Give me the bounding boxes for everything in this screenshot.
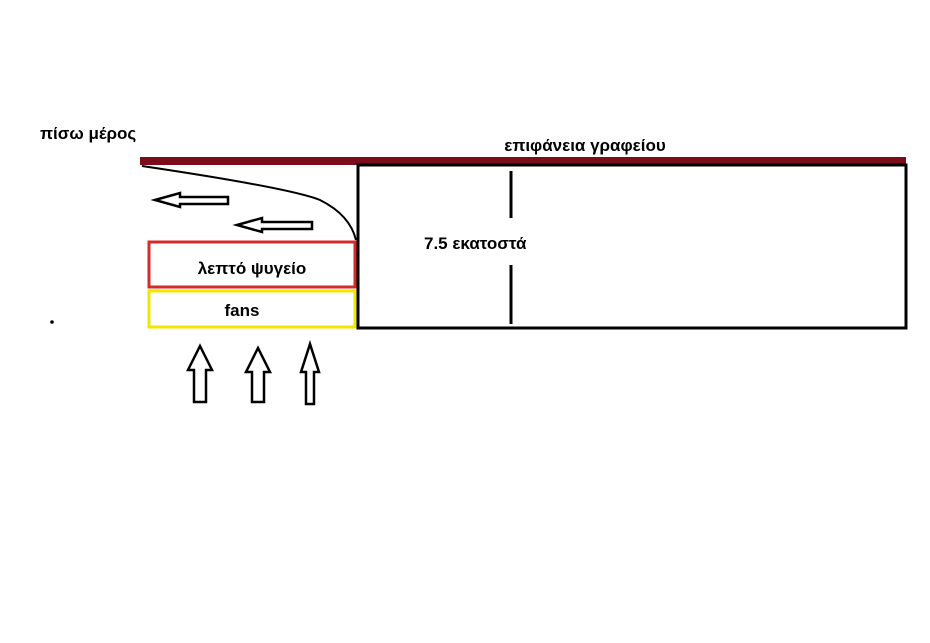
height-label: 7.5 εκατοστά xyxy=(424,234,527,253)
airflow-arrow-up-icon xyxy=(185,343,215,404)
desk-drawer-box xyxy=(356,163,908,330)
airflow-arrow-up-icon xyxy=(243,345,273,404)
airflow-arrow-left-icon xyxy=(150,191,230,209)
airflow-arrow-up-icon xyxy=(299,339,321,406)
radiator-label: λεπτό ψυγείο xyxy=(198,259,307,278)
fans-box xyxy=(147,289,357,329)
radiator-box xyxy=(147,240,357,289)
dot-mark xyxy=(50,320,54,324)
airflow-arrow-left-icon xyxy=(232,216,314,234)
airflow-deflector-curve xyxy=(141,165,357,241)
fans-label: fans xyxy=(225,301,260,320)
desk-surface xyxy=(140,157,906,165)
back-label: πίσω μέρος xyxy=(40,124,136,143)
desk-surface-label: επιφάνεια γραφείου xyxy=(504,136,666,155)
